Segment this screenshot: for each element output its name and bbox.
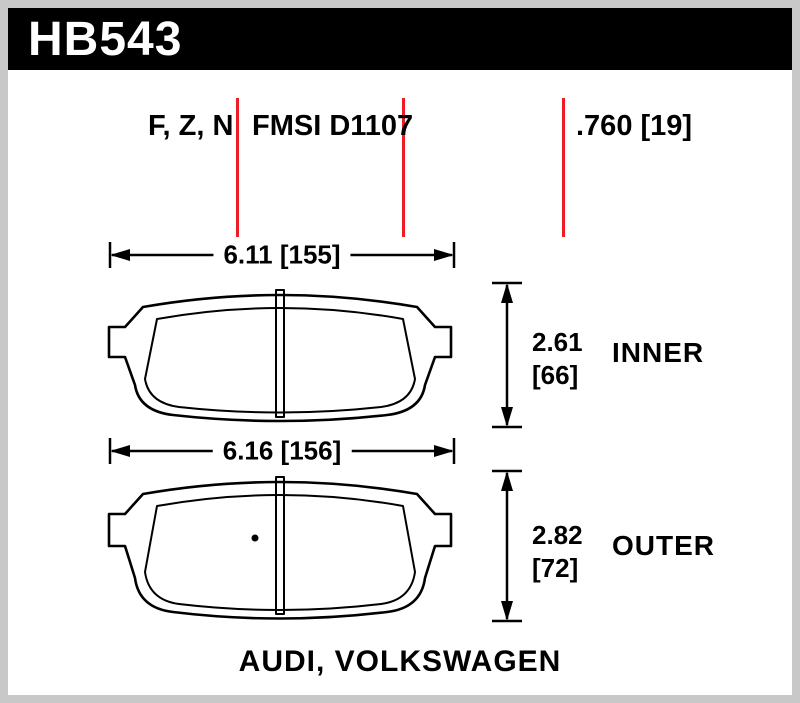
height-dimension-inner bbox=[492, 281, 522, 429]
callout-line-compounds bbox=[236, 98, 239, 237]
height-dimension-outer bbox=[492, 469, 522, 623]
rivet-dot bbox=[251, 534, 259, 542]
outer-pad-drawing bbox=[107, 476, 453, 620]
inner-width-label: 6.11 [155] bbox=[213, 239, 351, 271]
callout-line-thickness bbox=[562, 98, 565, 237]
inner-height-mm: [66] bbox=[532, 360, 579, 390]
inner-pad-drawing bbox=[107, 289, 453, 423]
inner-height-inches: 2.61 bbox=[532, 327, 583, 357]
outer-height-label: 2.82 [72] bbox=[532, 519, 583, 585]
outer-height-inches: 2.82 bbox=[532, 520, 583, 550]
inner-height-label: 2.61 [66] bbox=[532, 326, 583, 392]
vehicle-applications: AUDI, VOLKSWAGEN bbox=[238, 645, 562, 678]
callout-line-fmsi bbox=[402, 98, 405, 237]
width-dimension-inner: 6.11 [155] bbox=[108, 239, 456, 271]
outer-position-label: OUTER bbox=[612, 530, 715, 561]
fmsi-number: FMSI D1107 bbox=[252, 110, 414, 142]
pad-thickness: .760 [19] bbox=[576, 110, 693, 142]
inner-position-label: INNER bbox=[612, 337, 705, 368]
compound-codes: F, Z, N bbox=[148, 110, 234, 142]
width-dimension-outer: 6.16 [156] bbox=[108, 435, 456, 467]
header-bar: HB543 bbox=[8, 8, 792, 70]
outer-width-label: 6.16 [156] bbox=[212, 435, 352, 467]
part-number: HB543 bbox=[28, 12, 183, 66]
outer-height-mm: [72] bbox=[532, 553, 579, 583]
